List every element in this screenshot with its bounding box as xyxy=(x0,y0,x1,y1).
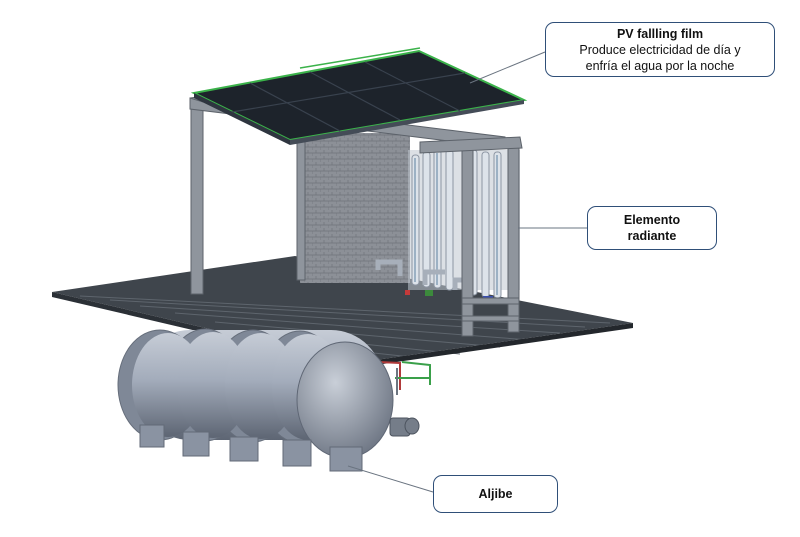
radiant-element-callout: Elemento radiante xyxy=(587,206,717,250)
leader-lines xyxy=(347,51,587,493)
radiant-callout-line2: radiante xyxy=(627,229,677,243)
pv-leader-line xyxy=(469,51,546,84)
pv-panel-roof xyxy=(190,47,528,145)
brick-wall xyxy=(300,133,410,283)
pv-callout-line1: Produce electricidad de día y xyxy=(579,42,741,57)
water-tank xyxy=(117,328,420,472)
radiant-callout-line1: Elemento xyxy=(623,213,681,227)
pv-callout-line2: enfría el agua por la noche xyxy=(585,58,735,73)
aljibe-callout-label: Aljibe xyxy=(478,487,513,501)
aljibe-leader-line xyxy=(347,465,434,493)
pv-callout-title: PV fallling film xyxy=(616,26,704,41)
aljibe-callout: Aljibe xyxy=(433,475,558,513)
pv-falling-film-callout: PV fallling film Produce electricidad de… xyxy=(545,22,775,77)
